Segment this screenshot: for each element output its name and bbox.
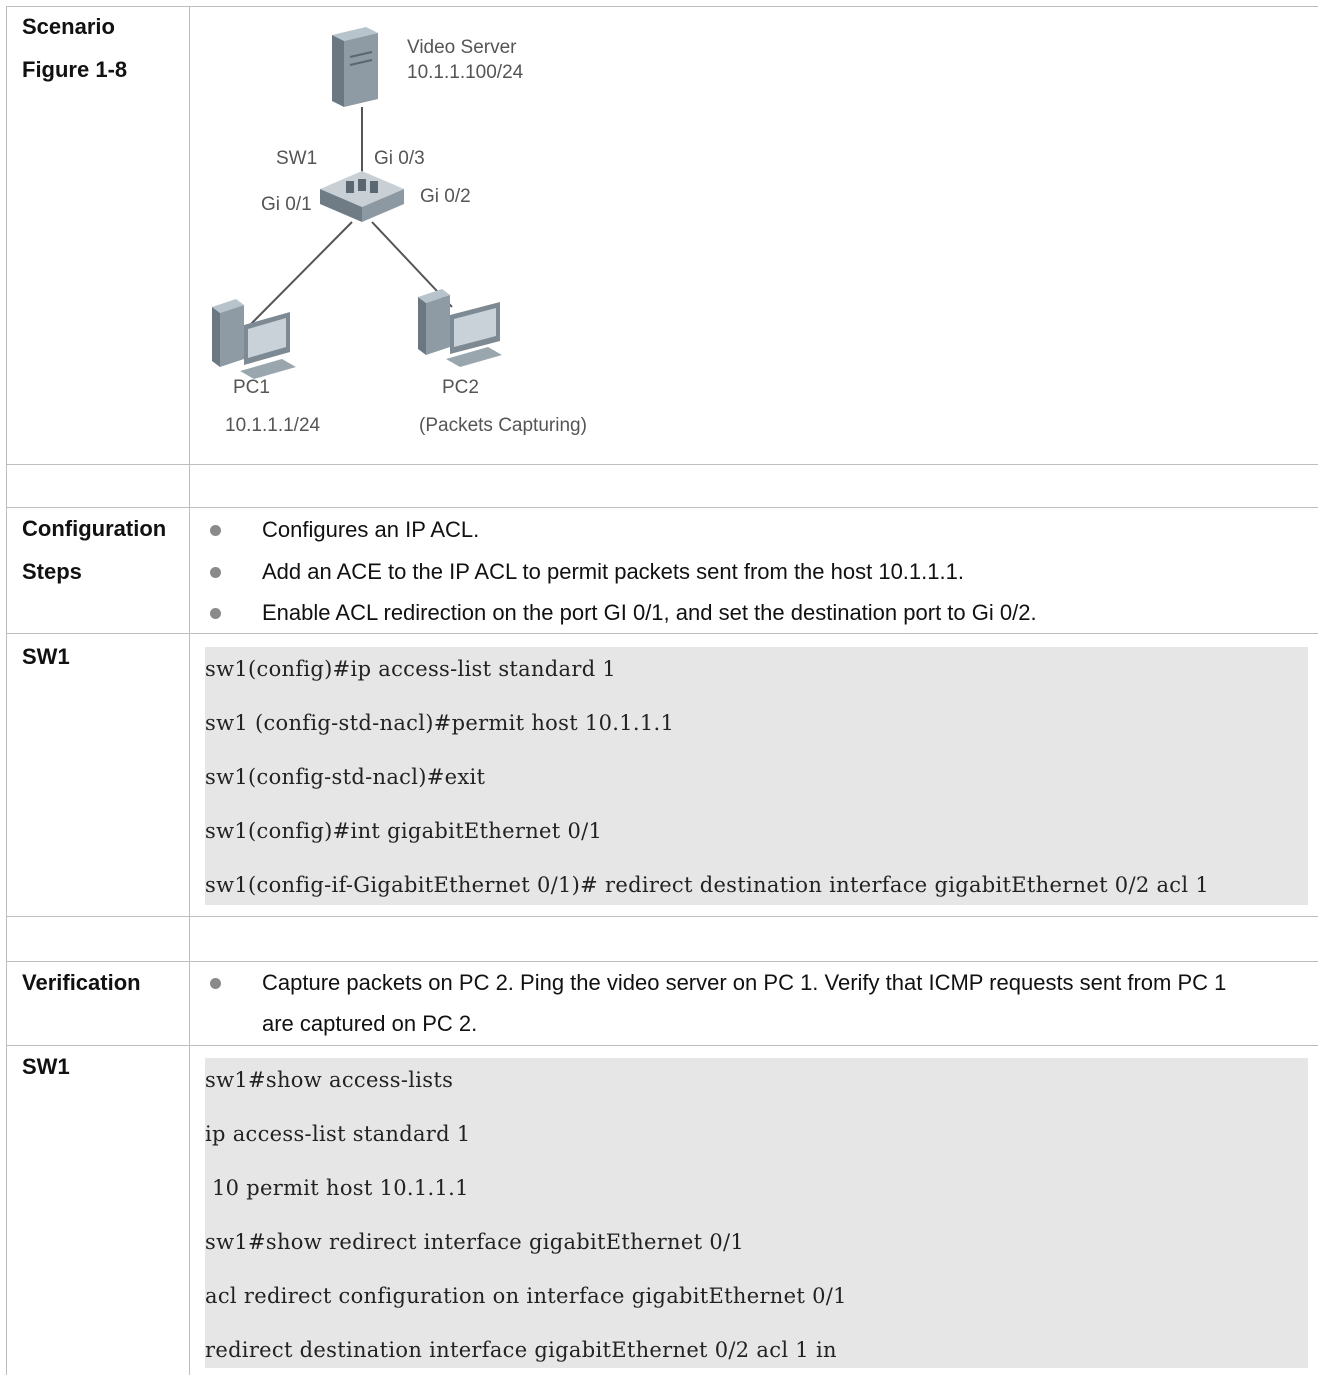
switch-icon <box>320 171 404 222</box>
code-line: sw1 (config-std-nacl)#permit host 10.1.1… <box>205 711 675 735</box>
bullet-text: Add an ACE to the IP ACL to permit packe… <box>262 559 964 584</box>
link-switch-pc1 <box>247 221 353 328</box>
bullet-text: Capture packets on PC 2. Ping the video … <box>262 970 1227 995</box>
code-line: sw1(config-if-GigabitEthernet 0/1)# redi… <box>205 873 1210 897</box>
verification-label: Verification <box>22 970 141 995</box>
config-steps-label-2: Steps <box>22 559 82 584</box>
server-name-label: Video Server <box>407 37 517 58</box>
code-line: acl redirect configuration on interface … <box>205 1284 847 1308</box>
sw1-verify-label: SW1 <box>22 1054 70 1079</box>
config-steps-label: Configuration <box>22 516 167 541</box>
server-ip-label: 10.1.1.100/24 <box>407 62 524 83</box>
table-top-border <box>6 6 1318 7</box>
code-line: sw1(config)#ip access-list standard 1 <box>205 657 617 681</box>
port-gi03-label: Gi 0/3 <box>374 148 425 169</box>
code-line: sw1#show access-lists <box>205 1068 454 1092</box>
code-line: redirect destination interface gigabitEt… <box>205 1338 837 1362</box>
pc1-ip-label: 10.1.1.1/24 <box>225 415 321 436</box>
column-divider <box>189 6 190 1375</box>
pc2-note-label: (Packets Capturing) <box>419 415 587 436</box>
code-line: sw1(config)#int gigabitEthernet 0/1 <box>205 819 603 843</box>
verify-code-block: sw1#show access-lists ip access-list sta… <box>205 1058 1308 1368</box>
bullet-icon <box>210 525 221 536</box>
pc2-icon <box>418 289 502 367</box>
code-line: 10 permit host 10.1.1.1 <box>205 1176 469 1200</box>
bullet-icon <box>210 608 221 619</box>
row-divider <box>6 464 1318 465</box>
figure-label: Figure 1-8 <box>22 57 128 82</box>
bullet-text: Configures an IP ACL. <box>262 517 480 542</box>
pc1-name-label: PC1 <box>233 377 270 398</box>
server-icon <box>332 27 378 107</box>
bullet-text: Enable ACL redirection on the port GI 0/… <box>262 600 1037 625</box>
table-left-border <box>6 6 7 1375</box>
bullet-icon <box>210 567 221 578</box>
row-divider <box>6 961 1318 962</box>
network-topology-diagram: Video Server 10.1.1.100/24 SW1 Gi 0/3 Gi… <box>212 27 587 436</box>
row-divider <box>6 1045 1318 1046</box>
code-line: sw1(config-std-nacl)#exit <box>205 765 486 789</box>
code-line: sw1#show redirect interface gigabitEther… <box>205 1230 745 1254</box>
config-code-block: sw1(config)#ip access-list standard 1 sw… <box>205 647 1308 905</box>
row-divider <box>6 916 1318 917</box>
port-gi02-label: Gi 0/2 <box>420 186 471 207</box>
row-divider <box>6 507 1318 508</box>
code-line: ip access-list standard 1 <box>205 1122 471 1146</box>
row-divider <box>6 633 1318 634</box>
bullet-text: are captured on PC 2. <box>262 1011 478 1036</box>
pc2-name-label: PC2 <box>442 377 479 398</box>
port-gi01-label: Gi 0/1 <box>261 194 312 215</box>
sw1-config-label: SW1 <box>22 644 70 669</box>
scenario-label: Scenario <box>22 14 115 39</box>
pc1-icon <box>212 299 296 379</box>
bullet-icon <box>210 978 221 989</box>
switch-name-label: SW1 <box>276 148 317 169</box>
